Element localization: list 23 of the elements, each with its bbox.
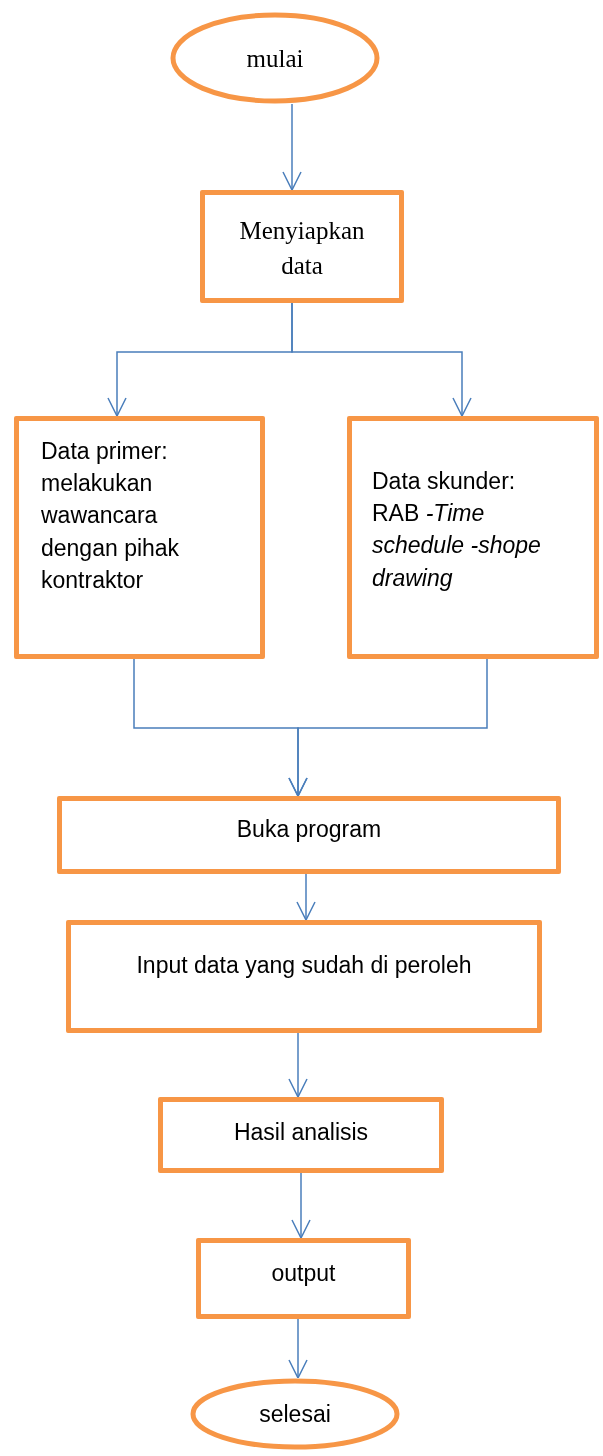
process-box [14, 416, 265, 659]
node-label: mulai [246, 43, 304, 74]
process-box [66, 920, 542, 1033]
process-box [347, 416, 599, 659]
arrow [291, 1172, 311, 1239]
arrow [288, 1032, 308, 1098]
process-box [200, 190, 404, 303]
node-label: Hasil analisis [233, 1118, 369, 1147]
arrow [288, 1318, 308, 1379]
node-label: output [271, 1259, 336, 1288]
node-label: Data skunder: RAB -Time schedule -shope drawing [372, 467, 542, 593]
node-label: Buka program [236, 815, 382, 844]
arrow [296, 873, 316, 921]
arrow [282, 103, 302, 191]
node-label: selesai [259, 1399, 331, 1429]
arrow [291, 302, 472, 417]
process-box [158, 1097, 444, 1173]
node-label: Data primer: melakukan wawancara dengan pihak kontraktor [41, 437, 181, 595]
node-label: Menyiapkan data [238, 216, 366, 281]
process-box [57, 796, 561, 874]
process-box [196, 1238, 411, 1319]
arrow [288, 658, 488, 797]
node-label: Input data yang sudah di peroleh [136, 951, 472, 980]
